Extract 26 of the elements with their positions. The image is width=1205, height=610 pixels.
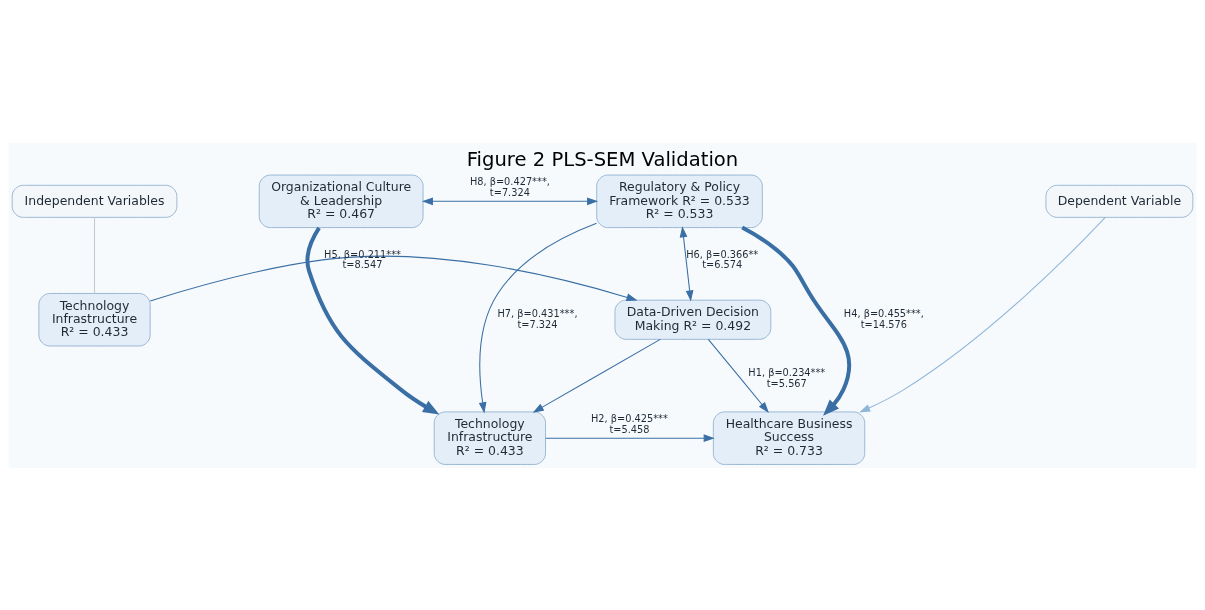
node-box: Data-Driven Decision Making R² = 0.492 bbox=[614, 299, 772, 340]
arrow bbox=[305, 226, 440, 415]
arrow bbox=[545, 433, 715, 442]
arrow bbox=[679, 225, 694, 301]
connector bbox=[94, 216, 96, 294]
node-box: Technology Infrastructure R² = 0.433 bbox=[433, 410, 546, 465]
node-box: Organizational Culture & Leadership R² = 0.467 bbox=[258, 174, 424, 228]
edge-label: H6, β=0.366** t=6.574 bbox=[686, 248, 759, 270]
arrow bbox=[478, 222, 598, 413]
arrow bbox=[149, 255, 638, 301]
edge-label: H2, β=0.425*** t=5.458 bbox=[590, 412, 668, 435]
edge-label: H4, β=0.455***, t=14.576 bbox=[843, 307, 924, 330]
node-box: Healthcare Business Success R² = 0.733 bbox=[712, 410, 866, 465]
arrow bbox=[421, 196, 599, 205]
edge-label: H7, β=0.431***, t=7.324 bbox=[497, 307, 578, 330]
edge-label: H8, β=0.427***, t=7.324 bbox=[469, 175, 550, 198]
arrow bbox=[859, 216, 1106, 412]
node-box: Dependent Variable bbox=[1045, 184, 1194, 218]
node-box: Technology Infrastructure R² = 0.433 bbox=[38, 292, 151, 346]
diagram-title: Figure 2 PLS-SEM Validation bbox=[466, 147, 739, 171]
edge-label: H1, β=0.234*** t=5.567 bbox=[748, 366, 826, 389]
arrow bbox=[741, 225, 852, 416]
arrow bbox=[532, 338, 661, 413]
node-box: Regulatory & Policy Framework R² = 0.533 R² = 0.533 bbox=[596, 174, 763, 228]
arrow bbox=[707, 338, 769, 413]
node-box: Independent Variables bbox=[11, 184, 178, 218]
